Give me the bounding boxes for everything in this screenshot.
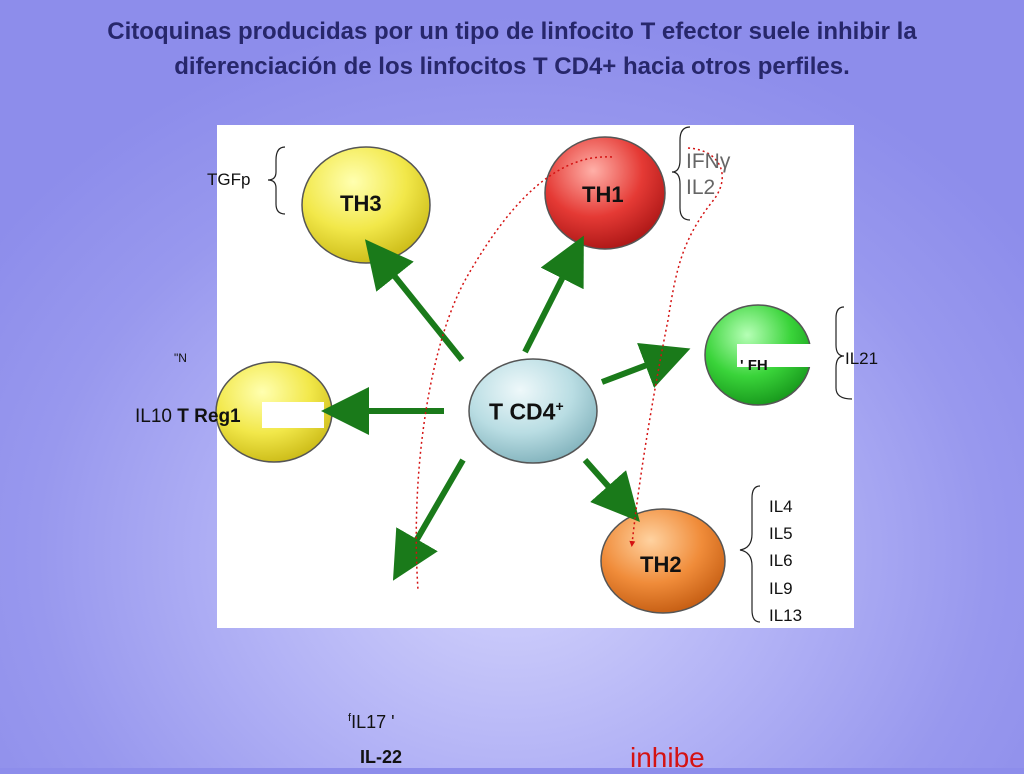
il17-mark: f [348, 712, 352, 724]
tgf-bracket [267, 146, 286, 215]
th2-cytokine-item: IL5 [769, 524, 793, 544]
th1-cell [544, 136, 666, 250]
arrow-to-th17 [392, 458, 466, 581]
th2-cytokine-item: IL9 [769, 578, 793, 598]
il17-text: IL17 ' [351, 712, 395, 732]
il21-label: IL21 [845, 349, 879, 368]
il22-label: IL-22 [360, 747, 403, 767]
arrow-to-th3 [364, 239, 465, 362]
treg-label-mask [262, 402, 324, 428]
tgf-label: TGFp [207, 170, 251, 189]
center-label-sup: + [555, 398, 564, 414]
inhibit-label: inhibe [630, 742, 705, 773]
th2-cell [600, 508, 726, 614]
arrow-to-th1 [522, 235, 584, 354]
th2-cytokine-list: IL4 IL5 IL6 IL9 IL13 [769, 493, 802, 629]
arrow-to-tfh [600, 343, 691, 388]
page-title: Citoquinas producidas por un tipo de lin… [107, 18, 917, 80]
center-cell [468, 358, 598, 464]
il2-label: IL2 [686, 176, 716, 199]
th1-bracket [671, 126, 691, 221]
tfh-label: ' FH [740, 357, 768, 374]
th2-cytokine-item: IL13 [769, 605, 803, 625]
il10-label: IL10 [135, 406, 172, 427]
center-label: T CD4+ [489, 398, 564, 426]
il17-label: fIL17 ' [348, 712, 395, 733]
tfh-bracket [835, 306, 853, 400]
treg-label: T Reg1 [177, 406, 241, 427]
arrow-to-th2 [582, 458, 640, 522]
th1-label: TH1 [582, 182, 624, 207]
th2-cytokine-item: IL6 [769, 551, 793, 571]
th2-label: TH2 [640, 552, 682, 577]
th3-label: TH3 [340, 191, 382, 216]
center-label-text: T CD4 [489, 398, 556, 425]
tfh-label-mask [737, 344, 835, 367]
inhibit-path-ifn-to-th2 [629, 147, 723, 547]
il10-treg-label: IL10 T Reg1 [135, 406, 241, 428]
n-mark-label: "N [174, 351, 187, 365]
th2-bracket [739, 485, 761, 623]
inhibit-path-th1-to-th17 [415, 156, 613, 591]
ifn-label: IFNγ [686, 150, 731, 173]
th2-cytokine-item: IL4 [769, 497, 793, 516]
